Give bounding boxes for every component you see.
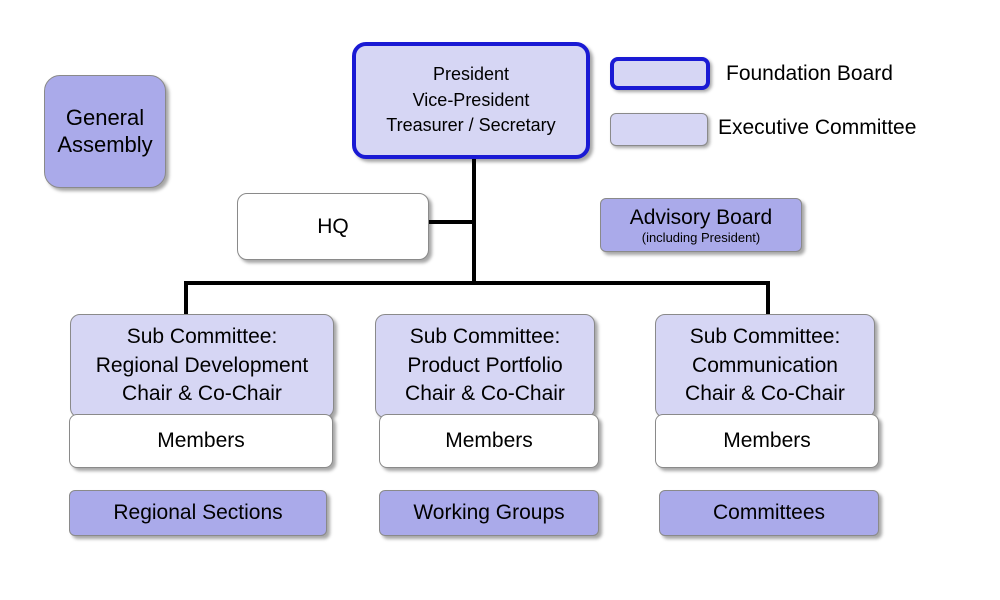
advisory-board-box: Advisory Board (including President) xyxy=(600,198,802,252)
general-assembly-box: General Assembly xyxy=(44,75,166,188)
subcommittee-title: Sub Committee: xyxy=(409,324,561,348)
members-box: Members xyxy=(379,414,599,468)
general-assembly-line-2: Assembly xyxy=(57,131,153,157)
subcommittee-title: Sub Committee: xyxy=(126,324,278,348)
members-label: Members xyxy=(723,429,811,453)
members-label: Members xyxy=(157,429,245,453)
subcommittee-name: Product Portfolio xyxy=(407,353,563,377)
subcommittee-product-portfolio-box: Sub Committee: Product Portfolio Chair &… xyxy=(375,314,595,418)
subcommittee-chairs: Chair & Co-Chair xyxy=(122,382,282,406)
foundation-board-line-2: Vice-President xyxy=(412,89,530,110)
branch-line xyxy=(184,281,770,285)
hq-connector xyxy=(428,220,474,224)
subcommittee-chairs: Chair & Co-Chair xyxy=(405,382,565,406)
hq-box: HQ xyxy=(237,193,429,260)
regional-sections-box: Regional Sections xyxy=(69,490,327,536)
foundation-board-box: President Vice-President Treasurer / Sec… xyxy=(352,42,590,159)
committees-box: Committees xyxy=(659,490,879,536)
subcommittee-name: Communication xyxy=(692,353,838,377)
advisory-board-note: (including President) xyxy=(641,229,761,245)
members-box: Members xyxy=(655,414,879,468)
members-label: Members xyxy=(445,429,533,453)
advisory-board-title: Advisory Board xyxy=(629,205,773,229)
branch-right-drop xyxy=(766,281,770,315)
legend-executive-committee-label: Executive Committee xyxy=(718,116,917,139)
foundation-board-line-1: President xyxy=(432,64,510,85)
subcommittee-regional-development-box: Sub Committee: Regional Development Chai… xyxy=(70,314,334,418)
general-assembly-line-1: General xyxy=(65,105,145,131)
branch-left-drop xyxy=(184,281,188,315)
working-groups-label: Working Groups xyxy=(413,501,565,525)
subcommittee-chairs: Chair & Co-Chair xyxy=(685,382,845,406)
subcommittee-title: Sub Committee: xyxy=(689,324,841,348)
subcommittee-name: Regional Development xyxy=(95,353,309,377)
legend-executive-committee-swatch xyxy=(610,113,708,146)
legend-foundation-board-swatch xyxy=(610,57,710,90)
members-box: Members xyxy=(69,414,333,468)
regional-sections-label: Regional Sections xyxy=(113,501,283,525)
hq-label: HQ xyxy=(317,214,349,238)
legend-foundation-board-label: Foundation Board xyxy=(726,62,893,85)
committees-label: Committees xyxy=(712,501,826,525)
foundation-board-line-3: Treasurer / Secretary xyxy=(386,115,556,136)
working-groups-box: Working Groups xyxy=(379,490,599,536)
trunk-line xyxy=(472,158,476,285)
subcommittee-communication-box: Sub Committee: Communication Chair & Co-… xyxy=(655,314,875,418)
